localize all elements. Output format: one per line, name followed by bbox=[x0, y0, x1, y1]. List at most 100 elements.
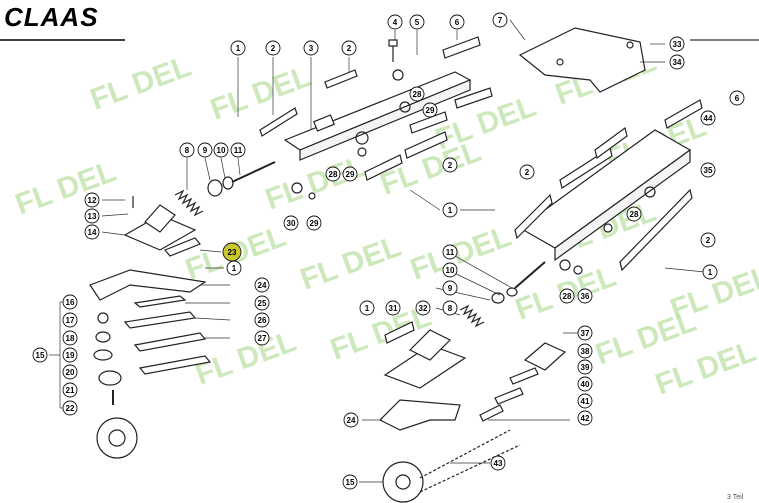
part-callout[interactable]: 34 bbox=[669, 54, 685, 70]
part-callout[interactable]: 16 bbox=[62, 294, 78, 310]
part-callout[interactable]: 44 bbox=[700, 110, 716, 126]
part-callout[interactable]: 21 bbox=[62, 382, 78, 398]
part-callout[interactable]: 20 bbox=[62, 364, 78, 380]
part-callout[interactable]: 12 bbox=[84, 192, 100, 208]
callout-circle bbox=[442, 202, 458, 218]
part-callout[interactable]: 31 bbox=[385, 300, 401, 316]
part-callout[interactable]: 7 bbox=[492, 12, 508, 28]
callout-circle bbox=[341, 40, 357, 56]
part-callout[interactable]: 17 bbox=[62, 312, 78, 328]
part-callout[interactable]: 10 bbox=[442, 262, 458, 278]
part-callout[interactable]: 25 bbox=[254, 295, 270, 311]
callout-circle bbox=[62, 294, 78, 310]
callout-number: 16 bbox=[66, 298, 75, 307]
callout-number: 2 bbox=[448, 161, 453, 170]
callout-number: 39 bbox=[581, 363, 590, 372]
part-callout[interactable]: 2 bbox=[265, 40, 281, 56]
part-callout[interactable]: 6 bbox=[729, 90, 745, 106]
callout-number: 11 bbox=[446, 248, 455, 257]
callout-number: 5 bbox=[415, 18, 420, 27]
callout-circle bbox=[442, 280, 458, 296]
callout-number: 43 bbox=[494, 459, 503, 468]
callout-circle bbox=[230, 40, 246, 56]
part-callout[interactable]: 41 bbox=[577, 393, 593, 409]
part-callout[interactable]: 2 bbox=[341, 40, 357, 56]
part-callout[interactable]: 15 bbox=[32, 347, 48, 363]
callout-number: 12 bbox=[88, 196, 97, 205]
callout-circle bbox=[213, 142, 229, 158]
part-callout[interactable]: 1 bbox=[230, 40, 246, 56]
part-callout[interactable]: 24 bbox=[254, 277, 270, 293]
part-callout[interactable]: 9 bbox=[442, 280, 458, 296]
part-callout[interactable]: 30 bbox=[283, 215, 299, 231]
part-callout[interactable]: 6 bbox=[449, 14, 465, 30]
part-callout[interactable]: 4 bbox=[387, 14, 403, 30]
part-callout[interactable]: 11 bbox=[230, 142, 246, 158]
part-callout[interactable]: 8 bbox=[179, 142, 195, 158]
part-callout[interactable]: 19 bbox=[62, 347, 78, 363]
part-callout[interactable]: 33 bbox=[669, 36, 685, 52]
callout-circle bbox=[385, 300, 401, 316]
callout-number: 28 bbox=[563, 292, 572, 301]
part-callout[interactable]: 32 bbox=[415, 300, 431, 316]
part-callout[interactable]: 28 bbox=[325, 166, 341, 182]
part-callout[interactable]: 10 bbox=[213, 142, 229, 158]
callout-circle bbox=[442, 244, 458, 260]
part-callout[interactable]: 35 bbox=[700, 162, 716, 178]
part-callout[interactable]: 40 bbox=[577, 376, 593, 392]
watermark-text: FL DEL bbox=[86, 50, 195, 117]
part-callout[interactable]: 15 bbox=[342, 474, 358, 490]
part-callout[interactable]: 27 bbox=[254, 330, 270, 346]
part-callout[interactable]: 1 bbox=[442, 202, 458, 218]
part-callout[interactable]: 2 bbox=[442, 157, 458, 173]
callout-circle bbox=[254, 295, 270, 311]
callout-circle bbox=[343, 412, 359, 428]
part-callout[interactable]: 8 bbox=[442, 300, 458, 316]
logo-text: CLAAS bbox=[4, 2, 99, 32]
part-callout[interactable]: 18 bbox=[62, 330, 78, 346]
part-callout[interactable]: 43 bbox=[490, 455, 506, 471]
callout-number: 11 bbox=[234, 146, 243, 155]
part-callout[interactable]: 13 bbox=[84, 208, 100, 224]
callout-number: 8 bbox=[185, 146, 190, 155]
part-callout[interactable]: 23 bbox=[222, 242, 242, 262]
part-callout[interactable]: 14 bbox=[84, 224, 100, 240]
part-callout[interactable]: 24 bbox=[343, 412, 359, 428]
part-callout[interactable]: 26 bbox=[254, 312, 270, 328]
part-callout[interactable]: 29 bbox=[306, 215, 322, 231]
callout-number: 24 bbox=[258, 281, 267, 290]
callout-circle bbox=[359, 300, 375, 316]
callout-number: 29 bbox=[426, 106, 435, 115]
callout-number: 41 bbox=[581, 397, 590, 406]
part-callout[interactable]: 37 bbox=[577, 325, 593, 341]
part-callout[interactable]: 29 bbox=[342, 166, 358, 182]
claas-logo: CLAAS bbox=[0, 2, 125, 41]
watermark-text: FL DEL bbox=[206, 60, 315, 127]
callout-circle bbox=[700, 110, 716, 126]
part-callout[interactable]: 2 bbox=[519, 164, 535, 180]
part-callout[interactable]: 28 bbox=[626, 206, 642, 222]
callout-number: 9 bbox=[448, 284, 453, 293]
callout-circle bbox=[626, 206, 642, 222]
part-callout[interactable]: 1 bbox=[359, 300, 375, 316]
part-callout[interactable]: 2 bbox=[700, 232, 716, 248]
part-callout[interactable]: 28 bbox=[559, 288, 575, 304]
part-callout[interactable]: 5 bbox=[409, 14, 425, 30]
callout-circle bbox=[179, 142, 195, 158]
callout-number: 13 bbox=[88, 212, 97, 221]
part-callout[interactable]: 29 bbox=[422, 102, 438, 118]
part-callout[interactable]: 1 bbox=[702, 264, 718, 280]
part-callout[interactable]: 11 bbox=[442, 244, 458, 260]
part-callout[interactable]: 39 bbox=[577, 359, 593, 375]
part-callout[interactable]: 3 bbox=[303, 40, 319, 56]
part-callout[interactable]: 9 bbox=[197, 142, 213, 158]
part-callout[interactable]: 36 bbox=[577, 288, 593, 304]
part-callout[interactable]: 1 bbox=[226, 260, 242, 276]
part-callout[interactable]: 38 bbox=[577, 343, 593, 359]
part-callout[interactable]: 28 bbox=[409, 86, 425, 102]
callout-number: 33 bbox=[673, 40, 682, 49]
part-callout[interactable]: 22 bbox=[62, 400, 78, 416]
part-callout[interactable]: 42 bbox=[577, 410, 593, 426]
callout-circle bbox=[729, 90, 745, 106]
